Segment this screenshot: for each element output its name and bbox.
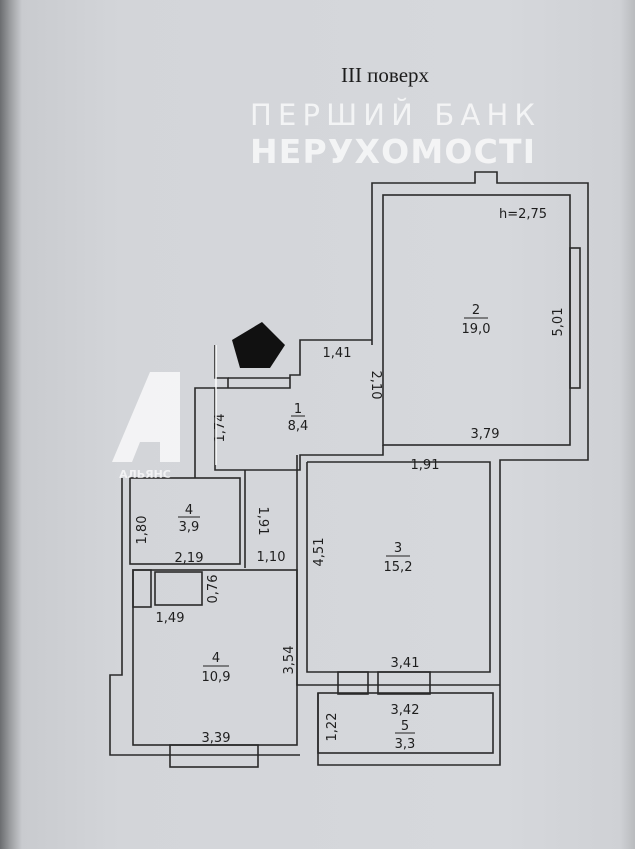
dim-1-91: 1,91 [255, 507, 270, 536]
dim-5-01: 5,01 [551, 308, 566, 337]
svg-text:15,2: 15,2 [384, 560, 413, 575]
dim-2-19: 2,19 [175, 551, 204, 566]
dim-1-80: 1,80 [135, 516, 150, 545]
dim-1-41: 1,41 [323, 346, 352, 361]
svg-text:1: 1 [294, 402, 302, 417]
svg-text:2: 2 [472, 303, 480, 318]
dim-1-22: 1,22 [325, 713, 340, 742]
dimensions: 1,41 2,10 1,74 3,79 5,01 1,91 4,51 3,41 … [135, 308, 566, 746]
dim-0-76: 0,76 [206, 575, 221, 604]
room-4-large-label: 4 10,9 [202, 651, 231, 685]
svg-text:3,3: 3,3 [395, 737, 416, 752]
svg-text:3,9: 3,9 [179, 520, 200, 535]
watermark-line-1: ПЕРШИЙ БАНК [250, 98, 535, 132]
window [169, 744, 259, 768]
dim-1-49: 1,49 [156, 611, 185, 626]
svg-text:4: 4 [185, 503, 193, 518]
room-1-label: 1 8,4 [288, 402, 309, 434]
dim-3-54: 3,54 [282, 646, 297, 675]
dim-3-42: 3,42 [391, 703, 420, 718]
svg-text:10,9: 10,9 [202, 670, 231, 685]
watermark-logo-text: АЛЬЯНС [119, 468, 171, 481]
dim-1-10: 1,10 [257, 550, 286, 565]
svg-text:8,4: 8,4 [288, 419, 309, 434]
ink-smudge [232, 322, 285, 368]
svg-text:5: 5 [401, 719, 409, 734]
ceiling-height: h=2,75 [499, 207, 547, 222]
svg-text:4: 4 [212, 651, 220, 666]
floor-title: III поверх [341, 63, 430, 87]
room-4-small-label: 4 3,9 [178, 503, 200, 535]
dim-1-91-top: 1,91 [411, 458, 440, 473]
svg-text:19,0: 19,0 [462, 322, 491, 337]
watermark: АЛЬЯНС ПЕРШИЙ БАНК НЕРУХОМОСТІ [112, 98, 535, 481]
room-3-label: 3 15,2 [384, 541, 413, 575]
watermark-logo-icon [112, 372, 180, 462]
watermark-line-2: НЕРУХОМОСТІ [250, 132, 535, 171]
dim-3-41: 3,41 [391, 656, 420, 671]
room-5-label: 5 3,3 [395, 719, 416, 752]
window [569, 247, 581, 389]
dim-4-51: 4,51 [312, 538, 327, 567]
dim-2-10: 2,10 [368, 371, 383, 400]
dim-3-79: 3,79 [471, 427, 500, 442]
walls [109, 171, 589, 768]
room-2-label: 2 19,0 [462, 303, 491, 337]
dim-3-39: 3,39 [202, 731, 231, 746]
svg-text:3: 3 [394, 541, 402, 556]
